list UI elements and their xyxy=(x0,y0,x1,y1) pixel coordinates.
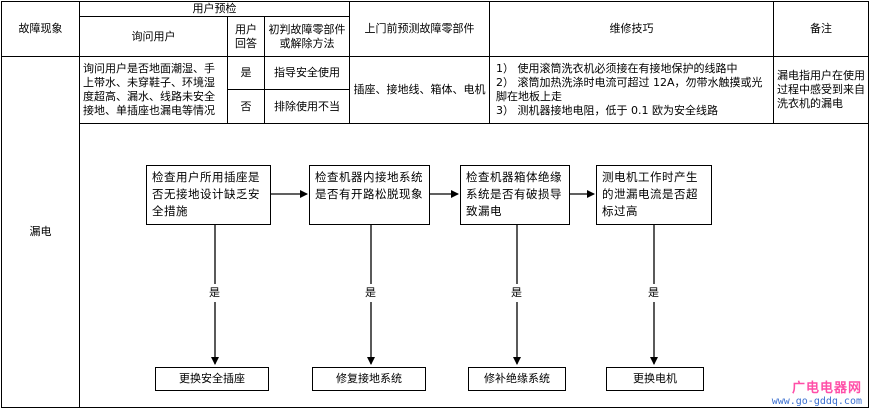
flow-step-4: 测电机工作时产生的泄漏电流是否超标过高 xyxy=(596,165,712,225)
watermark: 广电电器网 www.go-gddq.com xyxy=(772,377,862,407)
fault-name: 漏电 xyxy=(1,56,80,408)
answer-no: 否 xyxy=(227,89,265,124)
flow-step-3: 检查机器箱体绝缘系统是否有破损导致漏电 xyxy=(460,165,570,225)
yes-label-4: 是 xyxy=(647,284,660,302)
flowchart-area: 检查用户所用插座是否无接地设计缺乏安全措施 检查机器内接地系统是否有开路松脱现象… xyxy=(79,123,869,408)
judge-yes: 指导安全使用 xyxy=(264,56,350,90)
header-precheck: 用户预检 xyxy=(79,1,350,17)
watermark-url: www.go-gddq.com xyxy=(771,396,862,407)
flow-result-4: 更换电机 xyxy=(606,367,704,391)
flow-step-2: 检查机器内接地系统是否有开路松脱现象 xyxy=(309,165,430,225)
flow-result-3: 修补绝缘系统 xyxy=(468,367,566,391)
user-question: 询问用户是否地面潮湿、手上带水、未穿鞋子、环境湿度超高、漏水、线路未安全接地、单… xyxy=(79,56,228,124)
yes-label-2: 是 xyxy=(364,284,377,302)
tip-line: 3） 测机器接地电阻，低于 0.1 欧为安全线路 xyxy=(496,104,718,117)
tip-line: 1） 使用滚筒洗衣机必须接在有接地保护的线路中 xyxy=(496,62,738,75)
header-ask-user: 询问用户 xyxy=(79,16,228,57)
header-user-answer: 用户回答 xyxy=(227,16,265,57)
parts-forecast: 插座、接地线、箱体、电机 xyxy=(349,56,490,124)
tip-line: 脚在地板上走 xyxy=(496,90,562,103)
header-tips: 维修技巧 xyxy=(489,1,774,57)
tip-line: 2） 滚筒加热洗涤时电流可超过 12A，勿带水触摸或光 xyxy=(496,76,763,89)
header-remarks: 备注 xyxy=(773,1,869,57)
remarks: 漏电指用户在使用过程中感受到来自洗衣机的漏电 xyxy=(773,56,869,124)
header-fault: 故障现象 xyxy=(1,1,80,57)
flow-step-1: 检查用户所用插座是否无接地设计缺乏安全措施 xyxy=(146,165,271,225)
header-parts-forecast: 上门前预测故障零部件 xyxy=(349,1,490,57)
repair-tips: 1） 使用滚筒洗衣机必须接在有接地保护的线路中 2） 滚筒加热洗涤时电流可超过 … xyxy=(489,56,774,124)
flow-result-2: 修复接地系统 xyxy=(312,367,426,391)
answer-yes: 是 xyxy=(227,56,265,90)
yes-label-1: 是 xyxy=(208,284,221,302)
watermark-name: 广电电器网 xyxy=(791,381,862,396)
flow-result-1: 更换安全插座 xyxy=(155,367,269,391)
header-initial-judgment: 初判故障零部件或解除方法 xyxy=(264,16,350,57)
yes-label-3: 是 xyxy=(510,284,523,302)
judge-no: 排除使用不当 xyxy=(264,89,350,124)
